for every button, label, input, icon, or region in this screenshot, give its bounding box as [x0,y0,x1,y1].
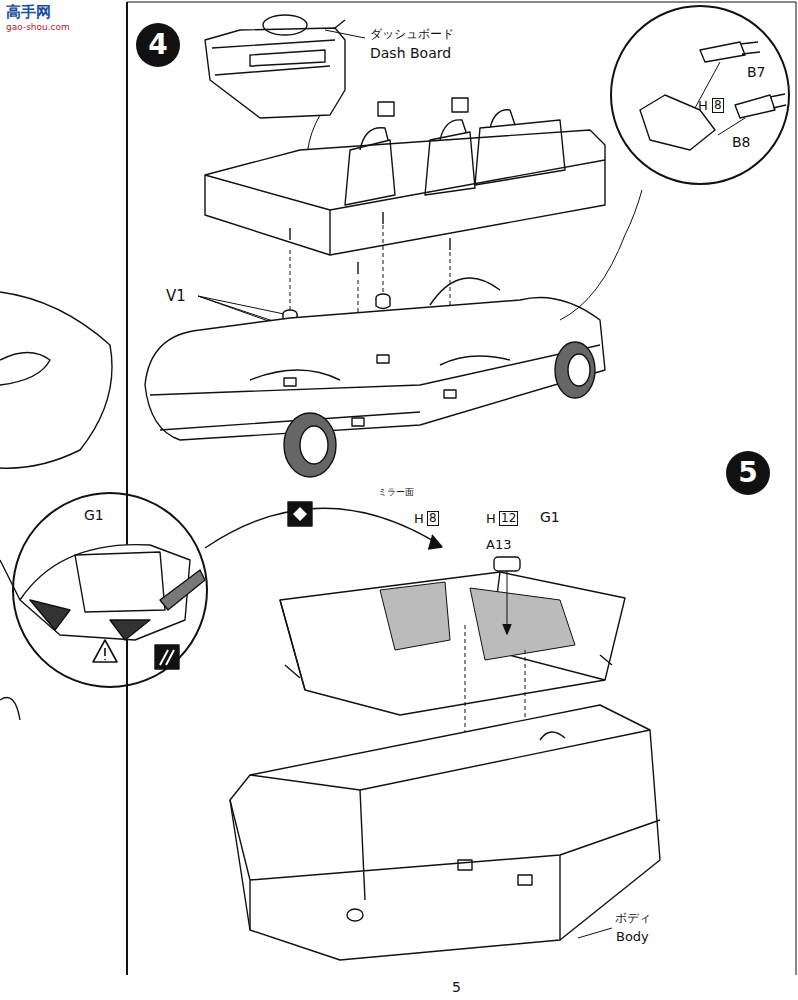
part-number: V1 [166,288,186,305]
part-number: 8 [712,98,724,113]
part-number: G1 [84,508,104,523]
part-name: Dash Board [370,46,451,61]
page-number: 5 [452,980,461,995]
step-number-text: 4 [148,31,167,59]
part-letter: H [414,512,424,526]
note: ミラー面 [378,488,414,498]
part-name-jp: ダッシュボード [370,28,454,41]
part-number: H [698,99,708,113]
watermark: 高手网 [6,4,51,21]
detail-callout: G1 [12,492,208,688]
detail-callout: B7H8B8 [610,5,790,185]
part-name: Body [616,930,649,944]
part-name-jp: ボディ [615,912,651,925]
part-number: B7 [747,65,766,80]
watermark: gao-shou.com [6,23,70,33]
part-number: A13 [486,538,511,552]
part-number: 8 [427,511,439,526]
step-number-text: 5 [738,459,757,487]
part-number: B8 [732,135,751,150]
part-number: 12 [499,511,518,526]
step-number: 5 [726,451,770,495]
part-letter: H [486,512,496,526]
part-number: G1 [540,510,560,525]
step-number: 4 [136,23,180,67]
